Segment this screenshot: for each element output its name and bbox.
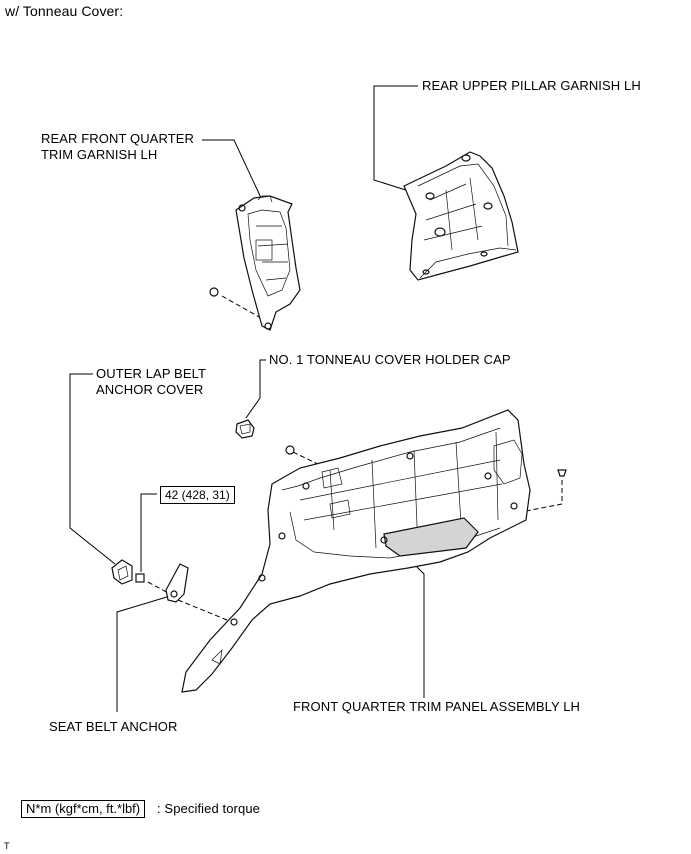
legend-description: : Specified torque (157, 801, 260, 816)
legend-unit-box: N*m (kgf*cm, ft.*lbf) (21, 800, 146, 818)
anchor-bolt (135, 573, 145, 583)
front-quarter-trim-panel (181, 409, 531, 693)
page-title: w/ Tonneau Cover: (5, 3, 124, 19)
leader-front-quarter-panel (409, 559, 425, 698)
torque-value-box: 42 (428, 31) (160, 486, 235, 504)
tonneau-cover-holder-cap (235, 419, 255, 439)
seat-belt-anchor (165, 563, 189, 603)
leader-seat-belt-anchor (116, 595, 171, 712)
leader-holder-cap (245, 359, 266, 419)
label-holder-cap: NO. 1 TONNEAU COVER HOLDER CAP (269, 352, 511, 367)
rear-front-quarter-trim-garnish (235, 195, 301, 331)
label-front-quarter-trim-panel: FRONT QUARTER TRIM PANEL ASSEMBLY LH (293, 699, 581, 714)
label-outer-lap-line2: ANCHOR COVER (96, 382, 204, 397)
label-rear-front-quarter-line2: TRIM GARNISH LH (41, 147, 158, 162)
label-rear-upper-pillar-garnish: REAR UPPER PILLAR GARNISH LH (422, 78, 641, 93)
clip-panel-right (557, 469, 567, 477)
leader-torque (140, 493, 157, 572)
label-outer-lap-line1: OUTER LAP BELT (96, 366, 207, 381)
leader-rear-upper-pillar (373, 85, 418, 193)
footer-mark: T (4, 841, 10, 851)
outer-lap-belt-anchor-cover (111, 559, 133, 585)
label-rear-front-quarter-line1: REAR FRONT QUARTER (41, 131, 195, 146)
clip-panel-left (285, 445, 295, 455)
label-seat-belt-anchor: SEAT BELT ANCHOR (49, 719, 178, 734)
clip-upper (209, 287, 219, 297)
leader-rear-front-quarter (202, 139, 263, 201)
rear-upper-pillar-garnish (403, 151, 519, 281)
leader-outer-lap (69, 373, 116, 565)
